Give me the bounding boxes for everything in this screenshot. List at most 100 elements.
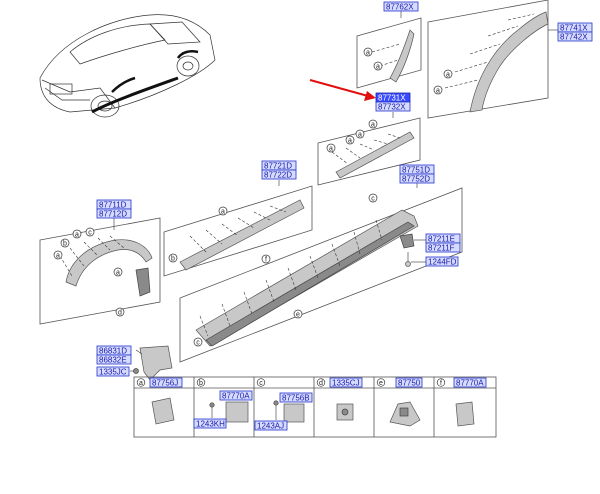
callout-b-label: b <box>63 241 67 248</box>
fastener-row <box>59 235 125 277</box>
callout-a-label: a <box>436 88 440 95</box>
svg-text:a: a <box>139 380 143 387</box>
table-col-c: c 87756B 1243AJ <box>254 378 313 431</box>
svg-text:87211F: 87211F <box>428 244 455 253</box>
part-labels: 87762X 87741X 87742X 87731X 87732X 87721… <box>96 1 593 377</box>
highlight-arrow <box>309 78 376 101</box>
svg-text:87751D: 87751D <box>402 166 430 175</box>
part-label-87211F[interactable]: 87211F <box>425 242 461 253</box>
callout-b-label: b <box>171 256 175 263</box>
svg-text:87712D: 87712D <box>99 210 127 219</box>
group-87711D: b a c a a d <box>39 217 161 325</box>
part-label-86832E[interactable]: 86832E <box>96 354 132 365</box>
fastener-row <box>444 13 535 89</box>
part-label-87756B[interactable]: 87756B <box>279 392 313 403</box>
table-col-b: b 87770A 1243KH <box>193 378 253 429</box>
svg-text:87756J: 87756J <box>152 379 178 388</box>
part-label-87762X[interactable]: 87762X <box>383 1 419 12</box>
svg-text:1244FD: 1244FD <box>428 258 457 267</box>
svg-text:87731X: 87731X <box>378 94 406 103</box>
svg-text:87762X: 87762X <box>386 3 414 12</box>
svg-text:1335CJ: 1335CJ <box>332 379 360 388</box>
svg-text:1243AJ: 1243AJ <box>257 422 284 431</box>
svg-text:87732X: 87732X <box>378 103 406 112</box>
callout-c-label: c <box>88 230 92 237</box>
svg-text:87750: 87750 <box>398 379 421 388</box>
part-label-87770A-f[interactable]: 87770A <box>453 377 487 388</box>
svg-text:87211E: 87211E <box>428 235 455 244</box>
callout-a-label: a <box>371 122 375 129</box>
callout-e-label: e <box>296 312 300 319</box>
callout-a-label: a <box>366 50 370 57</box>
part-label-87756J[interactable]: 87756J <box>149 377 183 388</box>
part-label-1244FD[interactable]: 1244FD <box>425 256 459 267</box>
fastener-row <box>189 205 287 253</box>
svg-text:1335JC: 1335JC <box>99 368 127 377</box>
callout-c-label: c <box>371 196 375 203</box>
callout-a-label: a <box>221 209 225 216</box>
callout-a-label: a <box>116 270 120 277</box>
table-col-d: d 1335CJ <box>316 377 363 421</box>
svg-text:87742X: 87742X <box>560 33 588 42</box>
part-label-87732X[interactable]: 87732X <box>375 101 411 112</box>
table-col-a: a 87756J <box>136 377 183 425</box>
svg-text:86831D: 86831D <box>99 347 127 356</box>
callout-a-label: a <box>329 146 333 153</box>
callout-a-label: a <box>358 132 362 139</box>
svg-text:87770A: 87770A <box>222 392 250 401</box>
table-col-e: e 87750 <box>376 377 423 427</box>
part-label-1243AJ[interactable]: 1243AJ <box>254 420 288 431</box>
part-label-87751D[interactable]: 87751D <box>399 164 435 175</box>
part-label-87712D[interactable]: 87712D <box>96 208 132 219</box>
part-label-1243KH[interactable]: 1243KH <box>193 418 227 429</box>
callout-f-label: f <box>265 257 267 264</box>
callout-a-label: a <box>56 253 60 260</box>
fastener-row <box>199 219 383 337</box>
fastener-table: a 87756J b 87770A 1243KH <box>133 376 497 438</box>
svg-text:87711D: 87711D <box>99 201 127 210</box>
group-87751D: c f e c <box>179 182 463 363</box>
part-label-86831D[interactable]: 86831D <box>96 345 132 356</box>
callout-a-label: a <box>446 72 450 79</box>
svg-text:d: d <box>319 380 323 387</box>
svg-text:87770A: 87770A <box>456 379 484 388</box>
group-87741X: a a <box>427 0 558 119</box>
part-label-87741X[interactable]: 87741X <box>557 22 593 33</box>
svg-text:1243KH: 1243KH <box>196 420 225 429</box>
svg-text:87722D: 87722D <box>264 171 292 180</box>
svg-text:f: f <box>440 380 442 387</box>
part-label-87770A[interactable]: 87770A <box>219 390 253 401</box>
part-label-1335JC[interactable]: 1335JC <box>96 366 130 377</box>
group-86831D <box>130 345 173 381</box>
part-label-87721D[interactable]: 87721D <box>261 160 297 171</box>
svg-text:87752D: 87752D <box>402 175 430 184</box>
svg-text:86832E: 86832E <box>99 356 127 365</box>
part-label-87722D[interactable]: 87722D <box>261 169 297 180</box>
part-label-87731X[interactable]: 87731X <box>375 92 411 103</box>
part-label-1335CJ[interactable]: 1335CJ <box>329 377 363 388</box>
callout-a <box>363 47 373 57</box>
svg-text:b: b <box>199 380 203 387</box>
part-label-87750[interactable]: 87750 <box>395 377 423 388</box>
part-label-87211E[interactable]: 87211E <box>425 233 461 244</box>
part-label-87742X[interactable]: 87742X <box>557 31 593 42</box>
callout-a-label: a <box>348 138 352 145</box>
callout-a-label: a <box>376 64 380 71</box>
group-87731X: a a a a <box>317 112 421 186</box>
svg-text:87741X: 87741X <box>560 24 588 33</box>
svg-text:c: c <box>259 380 263 387</box>
vehicle-illustration <box>39 14 216 118</box>
svg-text:87721D: 87721D <box>264 162 292 171</box>
part-label-87752D[interactable]: 87752D <box>399 173 435 184</box>
group-87721D: a b <box>163 180 313 277</box>
svg-text:87756B: 87756B <box>282 394 310 403</box>
callout-c-label: c <box>196 340 200 347</box>
part-label-87711D[interactable]: 87711D <box>96 199 132 210</box>
group-87762X: a a <box>356 10 422 89</box>
fastener-row <box>331 133 401 165</box>
callout-d-label: d <box>118 310 122 317</box>
svg-text:e: e <box>379 380 383 387</box>
callout-a-label: a <box>75 232 79 239</box>
table-col-f: f 87770A <box>436 377 487 427</box>
